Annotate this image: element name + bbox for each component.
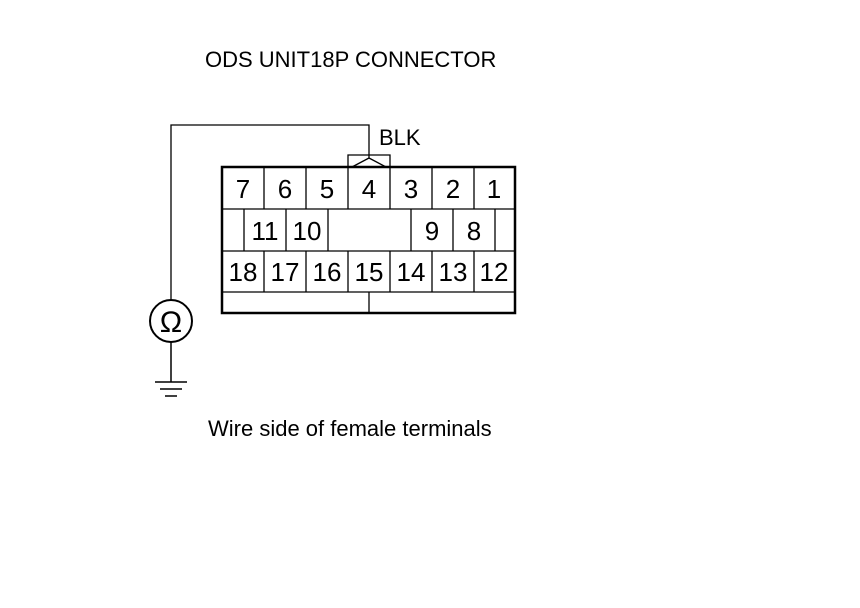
pin-label: 14 [397, 257, 426, 287]
pin-label: 4 [362, 174, 376, 204]
pin-label: 9 [425, 216, 439, 246]
pin-label: 8 [467, 216, 481, 246]
connector-title: ODS UNIT18P CONNECTOR [205, 47, 496, 72]
pin-row-2: 11 10 9 8 [252, 216, 482, 246]
pin-label: 17 [271, 257, 300, 287]
probe-marker [347, 154, 391, 168]
ohmmeter-icon: Ω [149, 299, 193, 343]
pin-label: 12 [480, 257, 509, 287]
pin-label: 13 [439, 257, 468, 287]
pin-label: 11 [252, 216, 279, 246]
caption: Wire side of female terminals [208, 416, 492, 441]
pin-label: 3 [404, 174, 418, 204]
ohm-symbol: Ω [160, 306, 182, 339]
pin-label: 2 [446, 174, 460, 204]
pin-row-1: 7 6 5 4 3 2 1 [236, 174, 501, 204]
pin-label: 6 [278, 174, 292, 204]
pin-label: 16 [313, 257, 342, 287]
pin-label: 18 [229, 257, 258, 287]
pin-label: 5 [320, 174, 334, 204]
pin-label: 10 [293, 216, 322, 246]
pin-label: 7 [236, 174, 250, 204]
connector-body [220, 165, 517, 315]
pin-label: 15 [355, 257, 384, 287]
test-lead-wire [170, 124, 370, 300]
ground-icon [155, 342, 187, 397]
wire-color-label: BLK [379, 125, 421, 150]
pin-row-3: 18 17 16 15 14 13 12 [229, 257, 509, 287]
pin-label: 1 [487, 174, 501, 204]
